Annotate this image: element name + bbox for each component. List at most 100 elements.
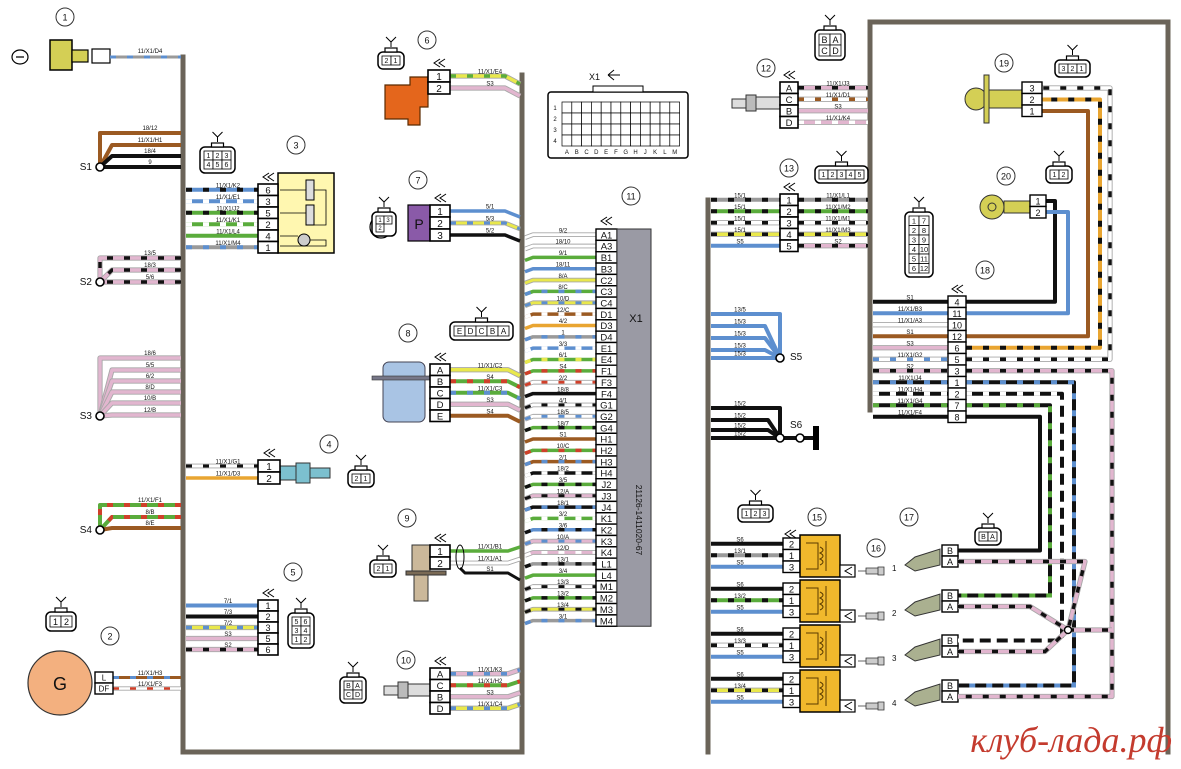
comp7-pin-label: 3 (437, 231, 443, 242)
shield-icon (455, 544, 465, 570)
wire-label: 11/X1/K4 (826, 116, 851, 122)
callout-circle (397, 508, 417, 528)
wire-label: 18/7 (557, 421, 569, 427)
x1-pin-label: E1 (601, 344, 613, 355)
callout-circle (621, 186, 641, 206)
comp20-pin-2[interactable] (1029, 205, 1047, 219)
comp9-pin-2[interactable] (429, 556, 451, 570)
fuel-injector-body (904, 683, 941, 707)
x1-pin-label: J4 (601, 503, 611, 514)
generator-connector-icon-pin-arrow-icon (55, 596, 67, 607)
comp15-connector-icon-cell-label: 3 (763, 511, 767, 518)
s6-label: S6 (790, 420, 803, 431)
comp19-pin-1[interactable] (1021, 104, 1043, 118)
wire-label: 11/X1/D1 (826, 93, 851, 99)
comp17-connector-icon-cell (987, 531, 998, 542)
wire-label: 6/1 (559, 353, 568, 359)
x1-pin-label: H2 (600, 446, 612, 457)
wire-label: 13/2 (734, 594, 746, 600)
generator-body (27, 650, 93, 716)
wire-label: S5 (736, 239, 744, 245)
x1-face-cell (571, 101, 582, 114)
comp10-pin-label: D (437, 704, 444, 715)
ecu-part-number: 21126-1411020-67 (634, 485, 644, 556)
x1-pin-label: K4 (601, 548, 613, 559)
splice-S2-wire (98, 256, 181, 282)
comp3-connector-icon-pin-arrow-icon (212, 131, 223, 142)
wire-label: 11/X1/G1 (216, 460, 242, 466)
comp6-pin-2[interactable] (427, 81, 451, 95)
comp20-connector-icon-latch (1052, 161, 1066, 167)
x1-wire-K1-stripe (524, 516, 596, 524)
wire-label: S6 (736, 672, 744, 678)
wire-label: S5 (736, 650, 744, 656)
wire-label: 6/2 (146, 374, 155, 380)
comp6-connector-icon-cell (390, 55, 401, 66)
comp8-connector-icon-cell-label: C (479, 327, 485, 336)
x1-wire-G2-stripe (524, 414, 596, 421)
x1-wire-G4-stripe (524, 425, 596, 433)
x1-wire-A3 (524, 244, 596, 251)
wire-label: S6 (736, 627, 744, 633)
x1-face-cell (620, 101, 631, 114)
spark-plug-number: 1 (892, 564, 897, 573)
spark-plug-icon (858, 656, 885, 666)
x1-wire-M2-stripe (524, 596, 596, 603)
x1-face-cell (600, 134, 612, 147)
comp12-connector-icon-pin-arrow-icon (824, 14, 836, 25)
x1-face-col-label: F (614, 150, 618, 156)
x1-face-row-label: 1 (553, 106, 557, 112)
wire-label: S2 (834, 239, 842, 245)
wire-label: 12/B (144, 408, 156, 414)
wire-label: 15/3 (734, 320, 746, 326)
comp8-connector-icon-cell-label: B (490, 327, 495, 336)
comp12-pin-label: C (786, 95, 793, 106)
splice-S2-label: S2 (80, 277, 93, 288)
comp8-pin-E[interactable] (429, 409, 451, 423)
comp4-pin-label: 1 (266, 462, 272, 473)
comp4-pin-2[interactable] (257, 471, 281, 485)
spark-plug-number: 4 (892, 699, 897, 708)
comp13-pin-label: 2 (786, 207, 791, 218)
comp18-pin-label: 1 (954, 378, 959, 388)
comp12-pin-D[interactable] (779, 115, 799, 129)
comp8-pin-label: C (437, 388, 444, 399)
x1-wire-B1 (524, 255, 596, 263)
x1-face-cell (649, 134, 661, 147)
wire-label: 18/2 (557, 467, 569, 473)
splice-S1-wire (98, 154, 181, 169)
generator-label: G (53, 674, 67, 694)
splice-S4-label: S4 (80, 525, 93, 536)
wire-label: 8/A (558, 274, 567, 280)
callout-circle (319, 434, 339, 454)
wire-label: 15/3 (734, 352, 746, 358)
wire-label: 2/1 (559, 455, 568, 461)
comp12-connector-icon-cell (829, 44, 842, 57)
splice-S3-wire (98, 356, 181, 416)
comp13-pin-label: 1 (786, 195, 791, 206)
comp18-pin-label: 6 (954, 344, 959, 354)
comp18-connector-icon-pin-arrow-icon (913, 196, 925, 207)
wire-label: 11/X1/L1 (826, 193, 850, 199)
comp13-pin-5[interactable] (779, 239, 799, 253)
wire-label: 9 (148, 160, 152, 166)
comp5-connector-icon-cell-label: 2 (304, 637, 308, 644)
comp18-pin-8[interactable] (947, 410, 967, 424)
wire-label: 11/X1/A3 (898, 318, 923, 324)
o2-sensor-2-body (755, 96, 781, 110)
x1-pin-label: G4 (600, 423, 613, 434)
comp7-pin-3[interactable] (429, 228, 451, 242)
comp5-pin-6[interactable] (257, 643, 279, 656)
wire-label: 15/2 (734, 414, 746, 420)
splice-S3-wire-outline (97, 378, 181, 417)
x1-face-col-label: L (663, 150, 667, 156)
comp12-pin-label: D (786, 118, 793, 129)
pressure-sensor-symbol: P (414, 216, 423, 232)
comp3-pin-1[interactable] (257, 240, 279, 254)
x1-face-cell (591, 123, 602, 136)
wire-label: 15/1 (734, 193, 746, 199)
comp6-connector-icon-cell-label: 1 (394, 58, 398, 65)
comp10-pin-D[interactable] (429, 701, 451, 715)
generator-pin[interactable] (94, 682, 114, 695)
